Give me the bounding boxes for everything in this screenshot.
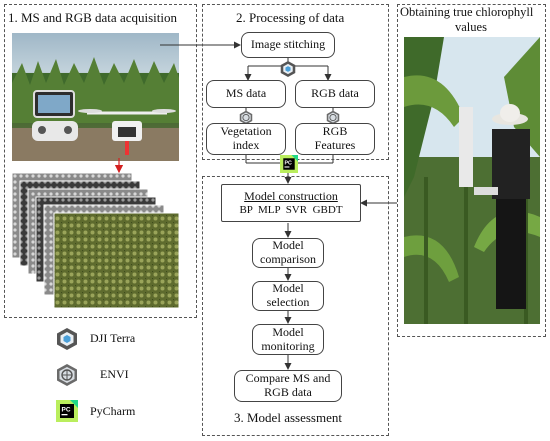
assessment-title: 3. Model assessment <box>234 410 342 425</box>
rgb-features-label-1: RGB <box>322 124 348 139</box>
pycharm-icon: PC <box>56 400 78 427</box>
model-list-label: BP MLP SVR GBDT <box>239 203 343 216</box>
image-stitching-label: Image stitching <box>250 37 326 52</box>
svg-text:PC: PC <box>62 407 71 414</box>
compare-label-1: Compare MS and <box>245 371 331 386</box>
legend-label-envi: ENVI <box>100 367 129 381</box>
legend-label-pycharm: PyCharm <box>90 404 136 418</box>
field-photo <box>404 37 540 324</box>
image-stitching-node: Image stitching <box>241 32 335 58</box>
model-selection-label-1: Model <box>272 281 304 296</box>
vegetation-index-label-2: index <box>232 138 260 152</box>
model-selection-node: Model selection <box>252 281 324 311</box>
envi-icon <box>326 110 340 130</box>
chlorophyll-title-1: Obtaining true chlorophyll <box>400 5 534 19</box>
envi-icon <box>239 110 253 130</box>
svg-text:PC: PC <box>285 160 293 166</box>
processing-title: 2. Processing of data <box>236 10 345 25</box>
vegetation-index-label-1: Vegetation <box>220 124 272 139</box>
rgb-features-label-2: Features <box>314 138 356 152</box>
legend-label-dji-terra: DJI Terra <box>90 331 136 345</box>
model-selection-label-2: selection <box>266 295 310 309</box>
rgb-data-node: RGB data <box>295 80 375 108</box>
compare-node: Compare MS and RGB data <box>234 370 342 402</box>
ms-data-node: MS data <box>206 80 286 108</box>
envi-icon <box>56 363 78 392</box>
pycharm-icon: PC <box>280 155 298 178</box>
chlorophyll-panel <box>397 4 546 337</box>
chlorophyll-title-2: values <box>455 20 487 34</box>
ms-image-stack <box>11 172 182 309</box>
model-monitoring-label-2: monitoring <box>261 338 315 353</box>
dji-terra-icon <box>280 60 296 83</box>
model-construction-node: Model construction BP MLP SVR GBDT <box>221 184 361 222</box>
model-comparison-label-1: Model <box>272 238 304 253</box>
model-monitoring-node: Model monitoring <box>252 324 324 355</box>
rgb-features-node: RGB Features <box>295 123 375 155</box>
acquisition-title: 1. MS and RGB data acquisition <box>8 10 177 25</box>
assessment-panel <box>202 176 389 436</box>
dji-terra-icon <box>56 327 78 356</box>
drone-photo <box>12 33 179 161</box>
rgb-data-label: RGB data <box>311 86 359 101</box>
model-comparison-node: Model comparison <box>252 238 324 268</box>
acquisition-panel <box>4 4 197 318</box>
model-construction-label: Model construction <box>244 188 338 203</box>
compare-label-2: RGB data <box>264 385 312 399</box>
vegetation-index-node: Vegetation index <box>206 123 286 155</box>
model-monitoring-label-1: Model <box>272 324 304 339</box>
ms-data-label: MS data <box>225 86 267 101</box>
model-comparison-label-2: comparison <box>260 252 316 266</box>
